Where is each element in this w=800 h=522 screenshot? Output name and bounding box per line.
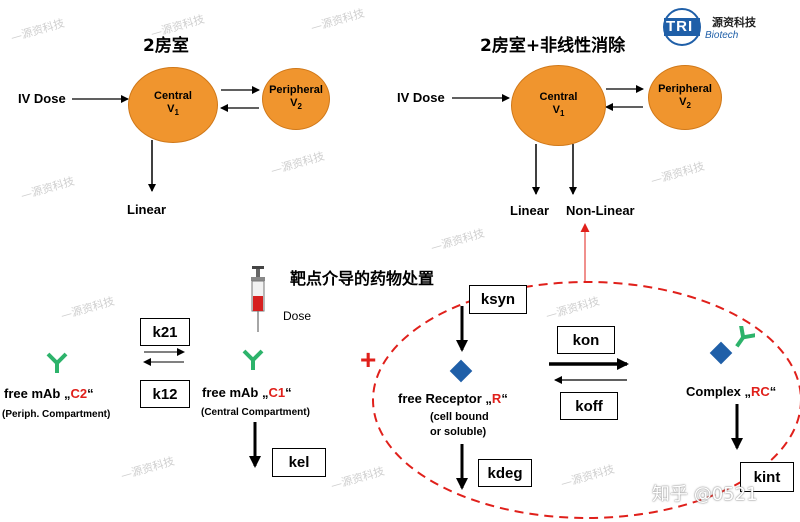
- peripheral-label: Peripheral: [658, 82, 712, 95]
- k12-rate-box: k12: [140, 380, 190, 408]
- model-title-two-compartment: 2房室: [143, 36, 189, 56]
- volume-label: V2: [679, 95, 691, 111]
- syringe-icon: [251, 266, 265, 332]
- linear-elimination-label: Linear: [127, 202, 167, 217]
- volume-label: V1: [167, 103, 179, 118]
- complex-label: Complex „RC“: [686, 384, 777, 399]
- credit-watermark: 知乎 @0521: [652, 484, 758, 505]
- volume-label: V1: [552, 103, 565, 119]
- receptor-note-line2: or soluble): [430, 426, 487, 438]
- plus-sign: +: [360, 344, 377, 375]
- central-compartment: Central V1: [128, 67, 218, 143]
- model-title-nonlinear: 2房室+非线性消除: [480, 36, 626, 56]
- central-label: Central: [154, 90, 192, 103]
- kdeg-rate-box: kdeg: [478, 459, 532, 487]
- linear-elimination-label: Linear: [510, 203, 550, 218]
- ksyn-rate-box: ksyn: [469, 285, 527, 314]
- nonlinear-elimination-label: Non-Linear: [566, 203, 635, 218]
- dose-label: Dose: [283, 309, 312, 323]
- k21-rate-box: k21: [140, 318, 190, 346]
- peripheral-label: Peripheral: [269, 84, 323, 97]
- central-compartment-note: (Central Compartment): [201, 407, 310, 418]
- antibody-icon: [242, 349, 264, 370]
- tmdd-title: 靶点介导的药物处置: [290, 269, 435, 288]
- kint-rate-box: kint: [740, 462, 794, 492]
- logo-subtitle: Biotech: [705, 30, 739, 41]
- volume-label: V2: [290, 97, 302, 112]
- peripheral-compartment: Peripheral V2: [262, 68, 330, 130]
- kel-rate-box: kel: [272, 448, 326, 477]
- antibody-icon: [46, 352, 68, 373]
- iv-dose-label: IV Dose: [18, 91, 66, 106]
- iv-dose-label: IV Dose: [397, 90, 445, 105]
- free-mab-c2-label: free mAb „C2“: [4, 386, 94, 401]
- company-logo: TRI: [658, 8, 710, 46]
- central-compartment: Central V1: [511, 65, 606, 146]
- central-label: Central: [539, 90, 578, 103]
- peripheral-compartment: Peripheral V2: [648, 65, 722, 130]
- logo-mark-icon: [663, 8, 701, 46]
- free-mab-c1-label: free mAb „C1“: [202, 385, 292, 400]
- free-receptor-label: free Receptor „R“: [398, 391, 508, 406]
- complex-antibody-icon: [735, 326, 755, 348]
- koff-rate-box: koff: [560, 392, 618, 420]
- kon-rate-box: kon: [557, 326, 615, 354]
- logo-name: 源资科技: [712, 16, 756, 29]
- receptor-note-line1: (cell bound: [430, 411, 489, 423]
- logo-mark-text: TRI: [666, 18, 694, 35]
- periph-compartment-note: (Periph. Compartment): [2, 409, 111, 420]
